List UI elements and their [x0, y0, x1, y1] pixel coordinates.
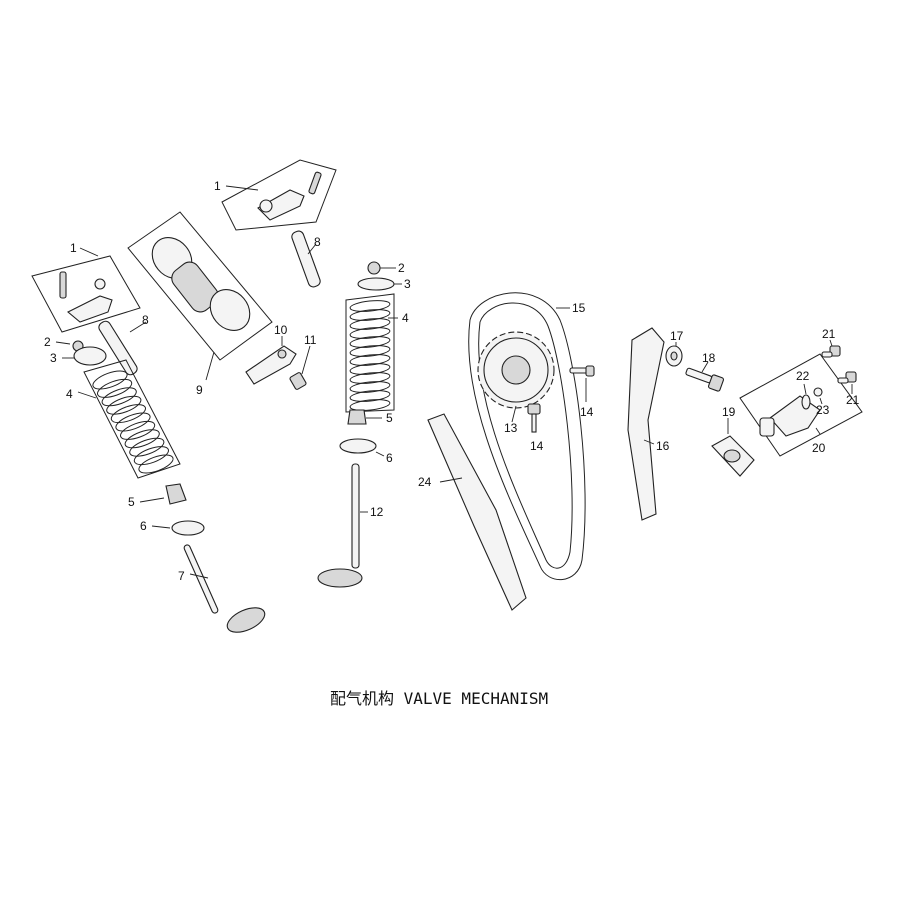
chain-bolt: [569, 365, 595, 402]
tensioner-spring: [801, 383, 811, 410]
callout-seat-left: 6: [140, 519, 147, 533]
callout-rocker-arm-left: 1: [70, 241, 77, 255]
callout-washer: 17: [670, 329, 684, 343]
tensioner-bolt-b: [837, 371, 857, 394]
small-bolt: [289, 345, 311, 390]
valve-seat-left: [151, 520, 205, 536]
spring-coil: [129, 437, 165, 457]
callout-seal-right: 5: [386, 411, 393, 425]
callout-shaft-left: 8: [142, 313, 149, 327]
callout-retainer-left: 3: [50, 351, 57, 365]
camshaft-group: [127, 211, 273, 381]
rocker-shaft-left: [98, 320, 147, 376]
callout-valve-right: 12: [370, 505, 384, 519]
spring-coil: [115, 412, 151, 432]
spring-coil: [349, 390, 391, 402]
tensioner-oring: [813, 387, 823, 405]
callout-springs-right: 4: [402, 311, 409, 325]
tensioner-bolt: [685, 361, 725, 392]
spring-coil: [101, 387, 137, 407]
spring-coil: [120, 420, 156, 440]
spring-retainer-right: [357, 277, 402, 291]
valve-cotter-right: [367, 261, 396, 275]
valve-seal-right: [347, 409, 382, 425]
spring-coil: [349, 354, 391, 366]
sprocket-bolt: [527, 403, 541, 433]
rocker-arm-top-group: [221, 159, 337, 231]
spring-coil: [349, 345, 391, 357]
callout-spring-tensioner: 22: [796, 369, 810, 383]
callout-bolt-sprocket: 14: [530, 439, 544, 453]
callout-tensioner-bolt: 18: [702, 351, 716, 365]
valve-seal-left: [139, 483, 187, 505]
spring-coil: [349, 336, 391, 348]
callout-springs-left: 4: [66, 387, 73, 401]
callout-retainer-right: 3: [404, 277, 411, 291]
diagram-caption: 配气机构 VALVE MECHANISM: [330, 689, 548, 708]
callout-small-bolt: 11: [304, 333, 317, 347]
spring-coil: [349, 300, 391, 312]
callout-cotter-right: 2: [398, 261, 405, 275]
callout-camshaft: 9: [196, 383, 203, 397]
spring-coil: [349, 381, 391, 393]
callout-seal-left: 5: [128, 495, 135, 509]
spring-retainer-left: [62, 346, 107, 366]
callout-valve-left: 7: [178, 569, 185, 583]
chain-guide-left: [427, 413, 527, 611]
spring-coil: [110, 404, 146, 424]
callout-sprocket: 13: [504, 421, 518, 435]
valve-right: [317, 463, 368, 588]
spring-coil: [349, 327, 391, 339]
callout-bolt-tensioner-a: 21: [822, 327, 836, 341]
callout-shaft-top: 8: [314, 235, 321, 249]
washer: [665, 342, 683, 367]
callout-tensioner: 20: [812, 441, 826, 455]
spring-coil: [97, 378, 133, 398]
callout-bolt-tensioner-b: 21: [846, 393, 860, 407]
callout-gasket: 19: [722, 405, 736, 419]
callout-seat-right: 6: [386, 451, 393, 465]
callout-guide-right: 16: [656, 439, 670, 453]
valve-springs-right: [345, 293, 398, 413]
stopper-plate: [245, 336, 297, 385]
spring-coil: [349, 318, 391, 330]
spring-coil: [349, 372, 391, 384]
rocker-arm-left-group: [31, 247, 141, 333]
cam-sprocket: [477, 331, 555, 423]
spring-coil: [138, 454, 174, 474]
valve-left: [183, 544, 266, 633]
valve-springs-left: [77, 359, 181, 479]
spring-coil: [349, 363, 391, 375]
spring-coil: [133, 446, 169, 466]
cam-chain: [468, 292, 586, 581]
chain-guide-right: [627, 327, 665, 521]
callout-chain: 15: [572, 301, 586, 315]
callout-cotter-left: 2: [44, 335, 51, 349]
spring-coil: [106, 395, 142, 415]
spring-coil: [124, 429, 160, 449]
callout-bolt-chain: 14: [580, 405, 594, 419]
callout-guide-left: 24: [418, 475, 432, 489]
spring-coil: [349, 309, 391, 321]
valve-seat-right: [339, 438, 385, 457]
callout-plate: 10: [274, 323, 288, 337]
spring-coil: [349, 399, 391, 411]
callout-oring-tensioner: 23: [816, 403, 830, 417]
tensioner-gasket: [711, 418, 755, 477]
tensioner-bolt-a: [821, 339, 841, 358]
callout-rocker-arm-top: 1: [214, 179, 221, 193]
spring-coil: [92, 370, 128, 390]
rocker-shaft-top: [291, 230, 321, 288]
